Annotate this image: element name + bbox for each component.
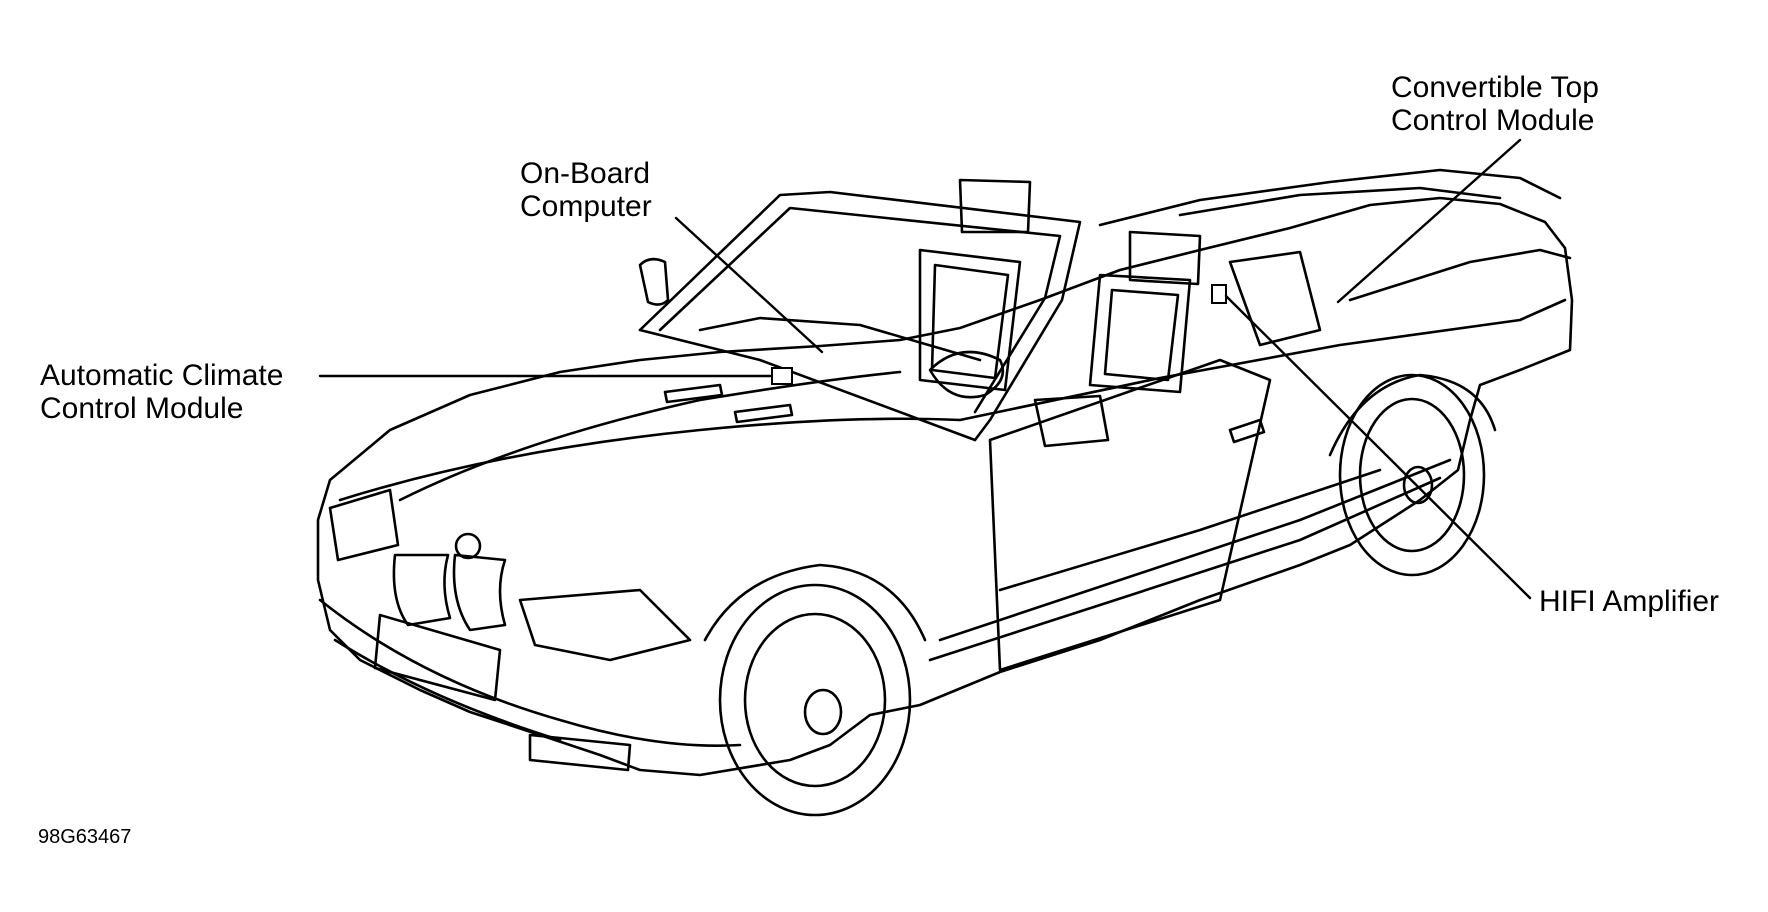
label-on-board-computer-line1: On-Board <box>520 157 651 190</box>
label-convertible-top-line1: Convertible Top <box>1391 71 1599 104</box>
rear-wheel-tire <box>1338 373 1486 577</box>
leader-on-board-computer <box>674 216 824 354</box>
label-convertible-top-control-module: Convertible Top Control Module <box>1391 71 1599 137</box>
leader-hifi-amplifier <box>1224 294 1532 600</box>
convertible-top-boot <box>1098 168 1562 227</box>
label-on-board-computer: On-Board Computer <box>520 157 652 223</box>
headrest-front-right <box>1128 230 1202 286</box>
front-bumper <box>318 598 742 748</box>
windshield-base <box>638 328 977 442</box>
label-convertible-top-line2: Control Module <box>1391 104 1595 137</box>
car-hood-crease <box>338 417 962 502</box>
passenger-seat <box>1088 273 1192 394</box>
trunk-lid <box>1348 248 1572 302</box>
car-body-outline <box>316 196 1574 777</box>
front-wheel-arch <box>703 563 927 642</box>
hood-vent-left <box>663 383 724 404</box>
label-hifi-amplifier-line1: HIFI Amplifier <box>1539 585 1720 618</box>
windshield-inner <box>658 206 1062 414</box>
car-lower-body-line <box>938 458 1452 642</box>
headlight-left <box>328 488 400 562</box>
label-on-board-computer-line2: Computer <box>520 190 652 223</box>
headlight-right <box>518 588 692 662</box>
license-plate-area <box>373 613 502 702</box>
door-handle <box>1228 418 1266 444</box>
front-wheel-hub <box>803 688 843 736</box>
climate-control-marker <box>771 367 793 385</box>
label-climate-line1: Automatic Climate <box>40 359 284 392</box>
passenger-seat-inner <box>1103 288 1180 382</box>
mirror-right <box>1033 394 1110 448</box>
mirror-left <box>638 257 670 306</box>
rear-seat <box>1228 250 1322 347</box>
front-wheel-rim <box>743 612 887 788</box>
headrest-front-left <box>958 178 1032 234</box>
car-belt-line <box>998 468 1382 592</box>
bmw-roundel <box>454 532 482 560</box>
front-wheel-tire <box>718 583 912 817</box>
leader-convertible-top <box>1336 138 1522 304</box>
front-bumper-lower <box>333 638 562 742</box>
driver-seat <box>918 248 1022 392</box>
car-rocker-line <box>928 476 1442 662</box>
door-outline <box>988 358 1272 672</box>
driver-seat-inner <box>930 263 1010 380</box>
figure-id: 98G63467 <box>38 826 132 848</box>
rear-wheel-hub <box>1402 465 1434 505</box>
label-automatic-climate-control-module: Automatic Climate Control Module <box>40 359 283 425</box>
hifi-amplifier-marker <box>1211 284 1227 304</box>
car-hood-line-center <box>398 370 902 502</box>
label-climate-line2: Control Module <box>40 392 244 425</box>
car-shoulder-line <box>958 298 1567 422</box>
kidney-grille-right <box>452 553 507 632</box>
front-fog-light <box>528 733 632 772</box>
windshield-frame <box>638 190 1082 442</box>
hood-vent-right <box>733 403 794 424</box>
rear-wheel-rim <box>1358 397 1466 553</box>
kidney-grille-left <box>392 553 452 627</box>
label-hifi-amplifier: HIFI Amplifier <box>1539 585 1719 618</box>
dashboard <box>698 316 982 362</box>
